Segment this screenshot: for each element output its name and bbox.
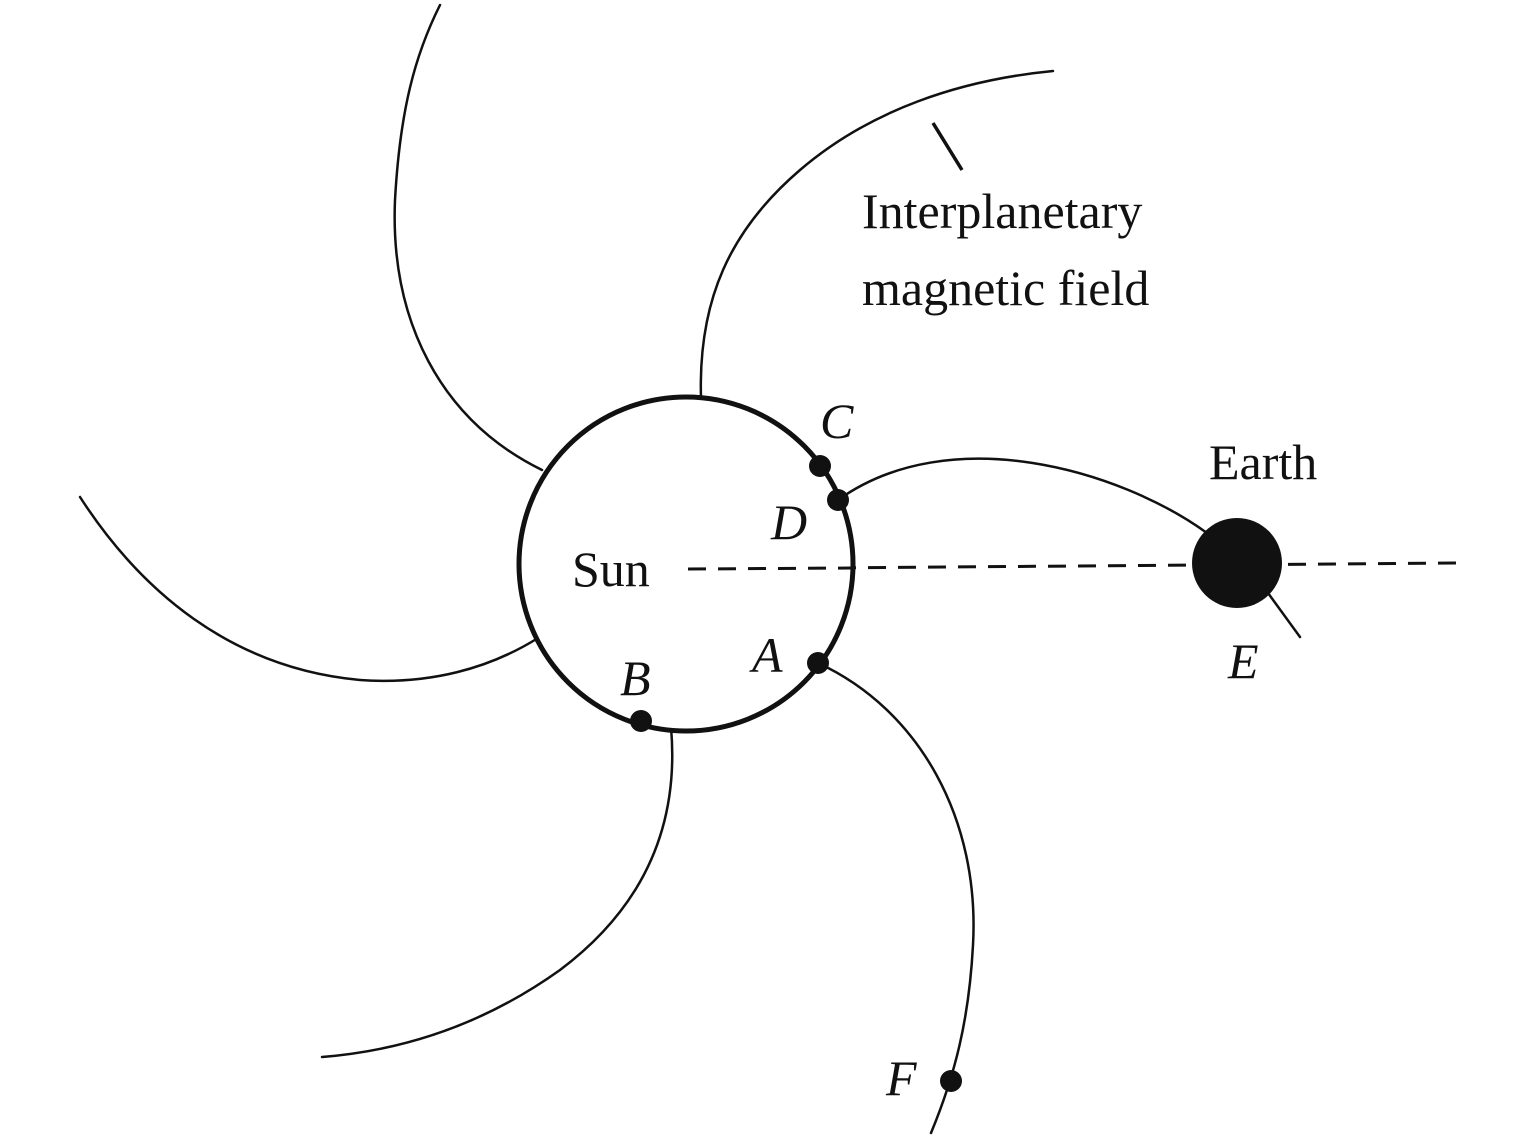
field-line-to-earth bbox=[836, 457, 1209, 535]
point-f bbox=[940, 1070, 962, 1092]
field-line-top-left bbox=[393, 3, 544, 472]
earth-label: Earth bbox=[1209, 434, 1317, 490]
point-c bbox=[809, 455, 831, 477]
label-point-b: B bbox=[620, 650, 651, 706]
field-label-leader bbox=[931, 122, 964, 171]
field-line-earth-tail bbox=[1266, 591, 1302, 639]
label-point-c: C bbox=[820, 393, 854, 449]
field-line-bottom-left bbox=[320, 725, 674, 1059]
label-point-e: E bbox=[1227, 633, 1259, 689]
sun-disc bbox=[516, 394, 856, 734]
field-label-line2: magnetic field bbox=[862, 260, 1149, 316]
field-line-bottom-right bbox=[816, 661, 975, 1135]
point-d bbox=[827, 489, 849, 511]
label-point-a: A bbox=[749, 627, 783, 683]
sun-earth-axis-inner bbox=[687, 566, 853, 571]
field-line-top bbox=[699, 69, 1055, 400]
field-line-left bbox=[78, 495, 540, 683]
label-point-d: D bbox=[770, 494, 807, 550]
sun-label: Sun bbox=[572, 541, 650, 597]
field-label-line1: Interplanetary bbox=[862, 183, 1142, 239]
point-b bbox=[630, 710, 652, 732]
earth-body bbox=[1192, 518, 1282, 608]
label-point-f: F bbox=[885, 1050, 917, 1106]
point-a bbox=[807, 652, 829, 674]
